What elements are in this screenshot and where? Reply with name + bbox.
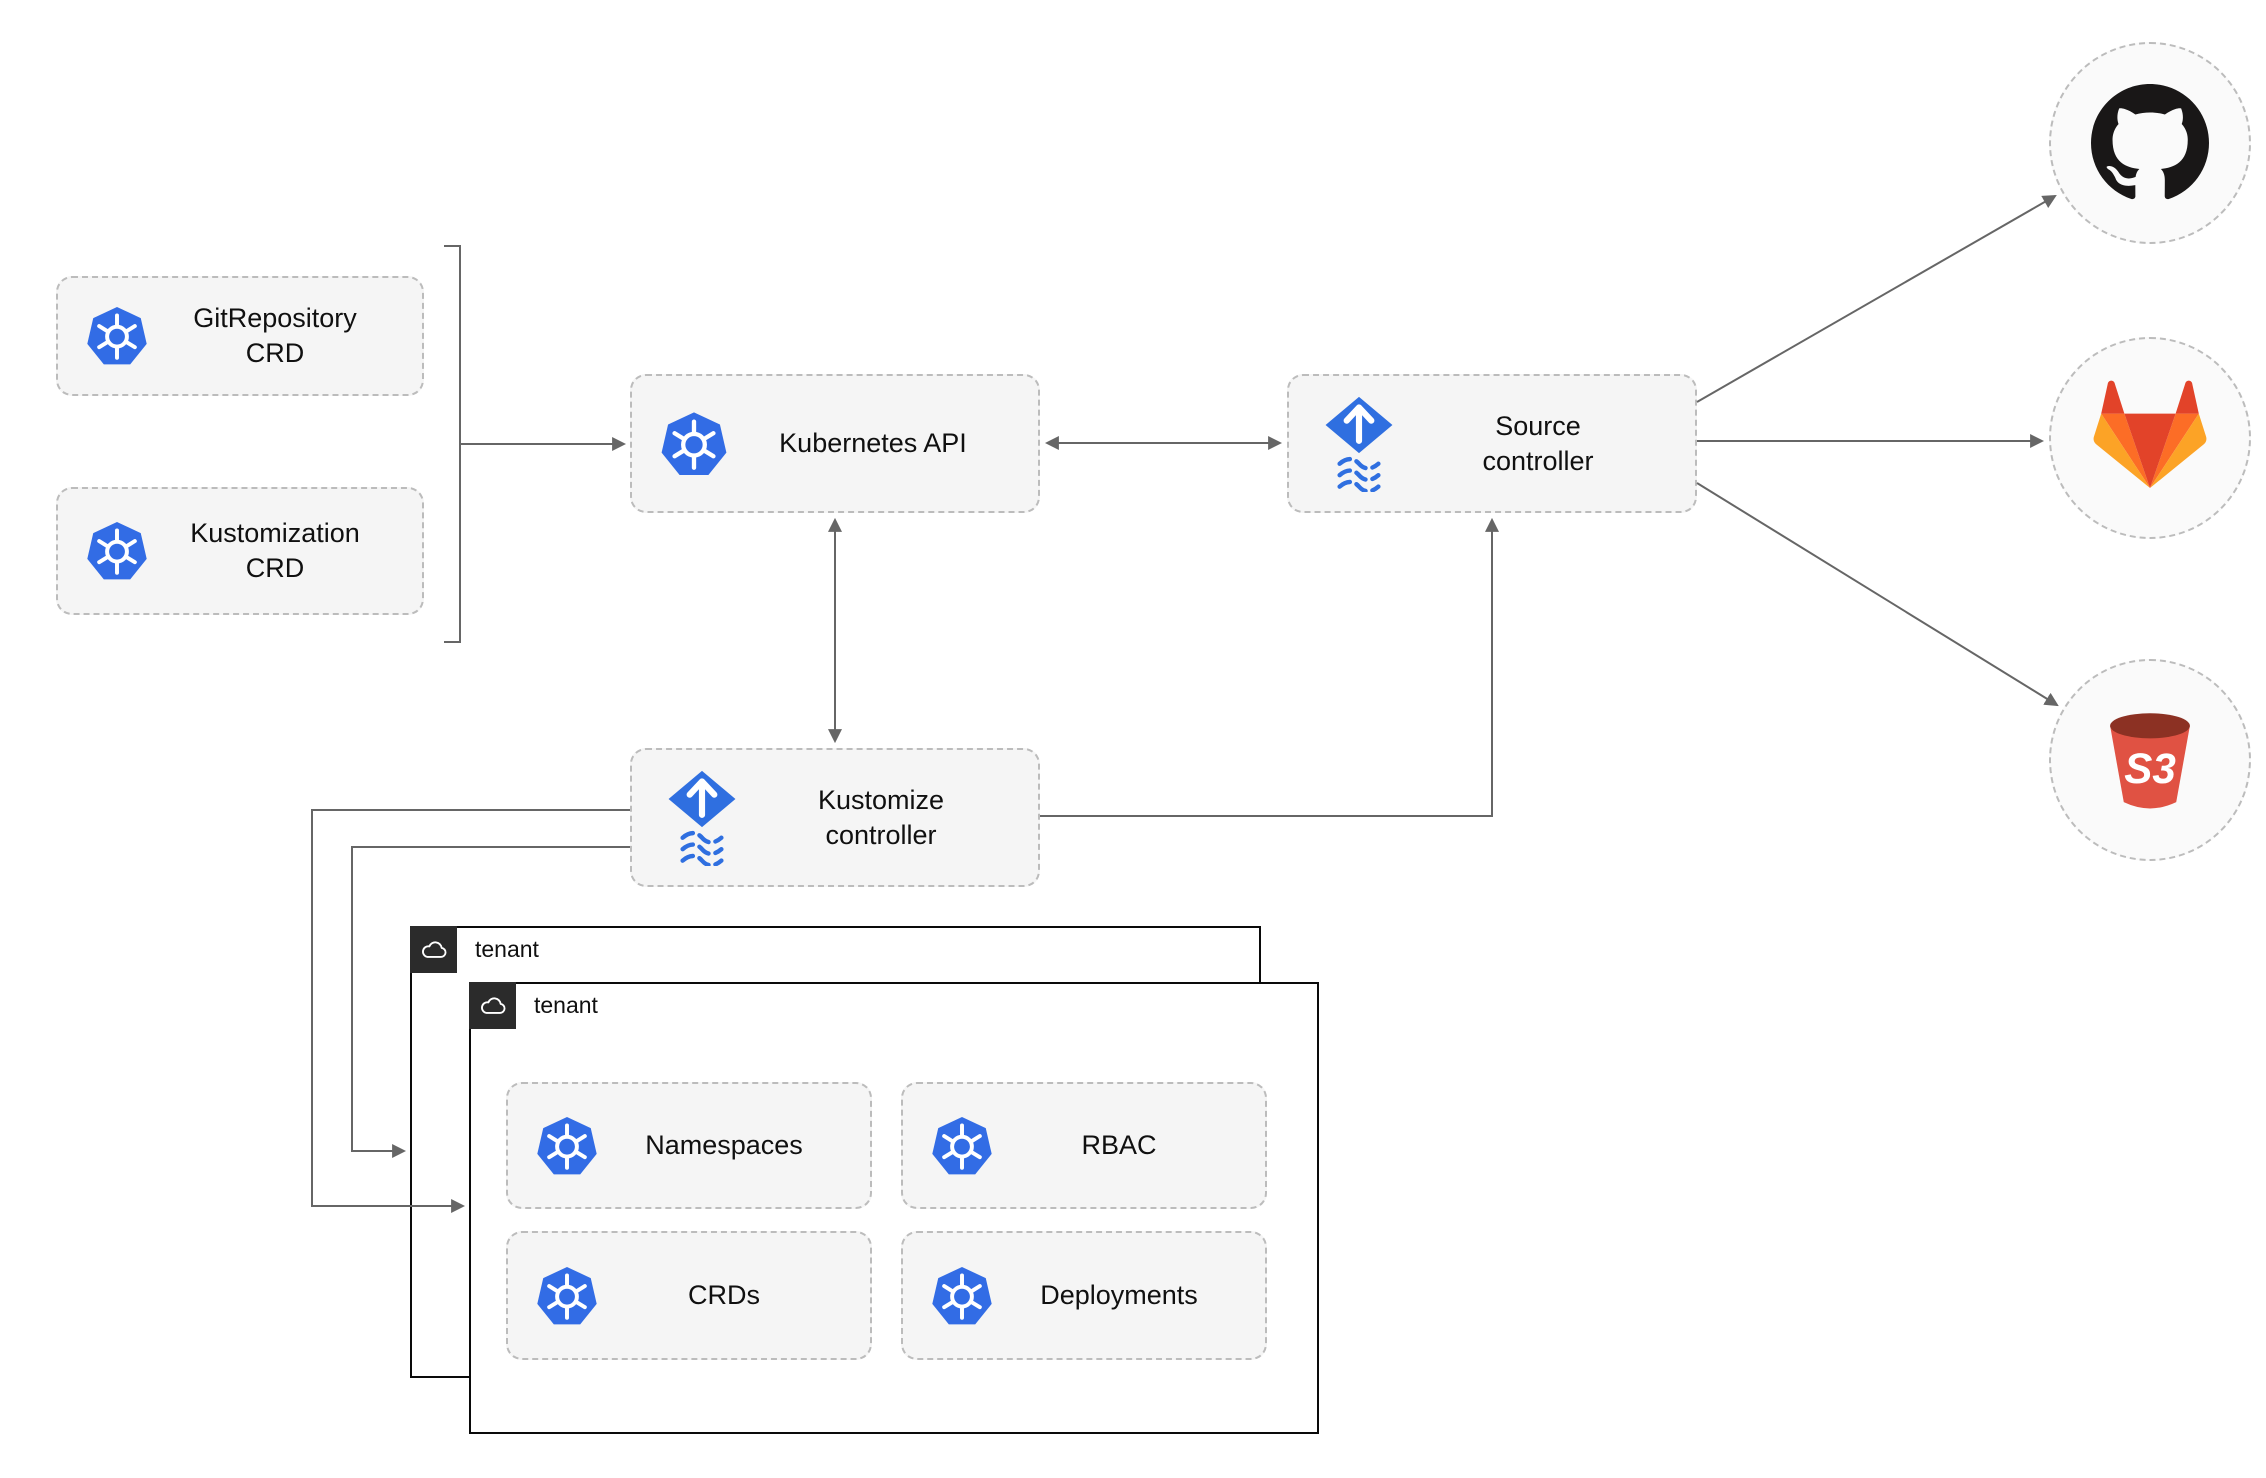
kubernetes-api-label: Kubernetes API: [779, 428, 967, 459]
kubernetes-icon: [534, 1113, 600, 1179]
kubernetes-icon: [534, 1263, 600, 1329]
edge-kustomize-source-arrow: [1040, 517, 1499, 817]
kustomize-controller-node: Kustomize controller: [630, 748, 1040, 887]
kubernetes-icon: [658, 408, 730, 480]
tenant-front-header: tenant: [469, 982, 598, 1029]
cloud-icon: [419, 935, 449, 965]
kubernetes-icon: [84, 518, 150, 584]
github-icon: [2091, 84, 2209, 202]
namespaces-node: Namespaces: [506, 1082, 872, 1209]
gitrepository-crd-node: GitRepository CRD: [56, 276, 424, 396]
deployments-node: Deployments: [901, 1231, 1267, 1360]
gitlab-remote: [2049, 337, 2251, 539]
flux-icon: [1315, 395, 1403, 492]
gitrepository-crd-label: GitRepository CRD: [150, 301, 400, 370]
crds-label: CRDs: [688, 1280, 760, 1311]
gitlab-icon: [2089, 377, 2211, 499]
namespaces-label: Namespaces: [645, 1130, 803, 1161]
flux-icon: [658, 769, 746, 866]
kustomization-crd-label: Kustomization CRD: [150, 516, 400, 585]
kubernetes-icon: [929, 1113, 995, 1179]
rbac-label: RBAC: [1081, 1130, 1157, 1161]
s3-remote: S3: [2049, 659, 2251, 861]
kustomization-crd-line2: CRD: [245, 553, 305, 583]
tenant-front-label: tenant: [534, 992, 598, 1018]
tenant-back-label: tenant: [475, 936, 539, 962]
crds-node: CRDs: [506, 1231, 872, 1360]
kubernetes-icon: [84, 303, 150, 369]
cloud-icon: [478, 991, 508, 1021]
kustomize-controller-label: Kustomize controller: [817, 784, 945, 850]
kustomization-crd-node: Kustomization CRD: [56, 487, 424, 615]
s3-label: S3: [2124, 745, 2176, 792]
kustomization-crd-line1: Kustomization: [190, 518, 360, 549]
s3-bucket-icon: S3: [2093, 703, 2207, 817]
edge-source-s3-arrow: [1696, 482, 2059, 707]
rbac-node: RBAC: [901, 1082, 1267, 1209]
gitrepository-crd-line1: GitRepository: [193, 303, 357, 334]
crd-bracket: [444, 245, 461, 643]
deployments-label: Deployments: [1040, 1280, 1198, 1311]
source-controller-label: Source controller: [1482, 410, 1594, 476]
gitrepository-crd-line2: CRD: [245, 338, 305, 368]
tenant-front-tab: [469, 982, 516, 1029]
kubernetes-api-node: Kubernetes API: [630, 374, 1040, 513]
tenant-back-header: tenant: [410, 926, 539, 973]
edge-source-github-arrow: [1696, 194, 2057, 403]
source-controller-node: Source controller: [1287, 374, 1697, 513]
tenant-back-tab: [410, 926, 457, 973]
github-remote: [2049, 42, 2251, 244]
kubernetes-icon: [929, 1263, 995, 1329]
